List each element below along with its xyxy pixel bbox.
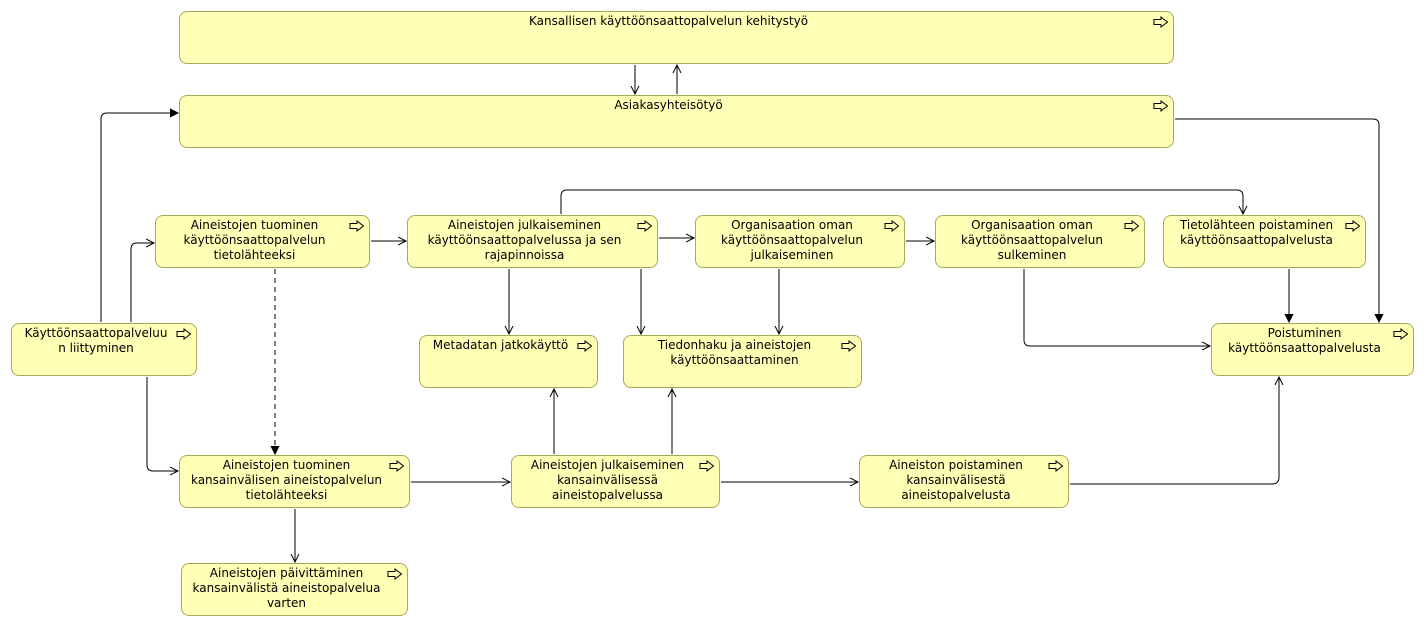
node-kansallinen-kehitystyo[interactable]: Kansallisen käyttöönsaattopalvelun kehit… (179, 11, 1174, 64)
node-label: Aineistojen päivittäminen kansainvälistä… (192, 566, 381, 610)
node-label: Aineistojen julkaiseminen käyttöönsaatto… (427, 218, 622, 262)
node-organisaation-julkaiseminen[interactable]: Organisaation oman käyttöönsaattopalvelu… (695, 215, 905, 268)
process-arrow-icon (841, 340, 857, 352)
process-arrow-icon (349, 220, 365, 232)
process-arrow-icon (577, 340, 593, 352)
process-arrow-icon (1153, 16, 1169, 28)
node-label: Metadatan jatkokäyttö (432, 338, 569, 352)
process-arrow-icon (884, 220, 900, 232)
node-tiedonhaku[interactable]: Tiedonhaku ja aineistojen käyttöönsaatta… (623, 335, 862, 388)
node-label: Aineistojen julkaiseminen kansainvälises… (530, 458, 685, 502)
process-arrow-icon (1393, 328, 1409, 340)
node-julkaiseminen-kayttoonsaatto[interactable]: Aineistojen julkaiseminen käyttöönsaatto… (407, 215, 658, 268)
process-arrow-icon (387, 568, 403, 580)
process-arrow-icon (637, 220, 653, 232)
node-label: Asiakasyhteisötyö (614, 98, 723, 112)
edge-julkaiseminen-kayttoonsaatto-to-tietolahteen-poistaminen (560, 189, 1243, 214)
process-arrow-icon (1153, 100, 1169, 112)
edge-poistaminen-kansainvalinen-to-poistuminen (1070, 377, 1279, 485)
edge-liittyminen-to-asiakasyhteistyo (100, 113, 178, 322)
node-label: Aineiston poistaminen kansainvälisestä a… (889, 458, 1023, 502)
node-label: Organisaation oman käyttöönsaattopalvelu… (961, 218, 1103, 262)
node-julkaiseminen-kansainvalinen[interactable]: Aineistojen julkaiseminen kansainvälises… (511, 455, 720, 508)
node-tietolahteen-poistaminen[interactable]: Tietolähteen poistaminen käyttöönsaattop… (1163, 215, 1366, 268)
node-label: Tietolähteen poistaminen käyttöönsaattop… (1179, 218, 1334, 247)
node-liittyminen[interactable]: Käyttöönsaattopalveluu n liittyminen (11, 323, 197, 376)
process-arrow-icon (699, 460, 715, 472)
node-label: Tiedonhaku ja aineistojen käyttöönsaatta… (657, 338, 812, 367)
edge-liittyminen-to-tuominen-kayttoonsaatto (130, 243, 154, 322)
node-poistuminen[interactable]: Poistuminen käyttöönsaattopalvelusta (1211, 323, 1414, 376)
edge-asiakasyhteistyo-to-poistuminen (1175, 118, 1379, 322)
process-arrow-icon (1124, 220, 1140, 232)
node-metadatan-jatkokaytto[interactable]: Metadatan jatkokäyttö (419, 335, 598, 388)
process-arrow-icon (1345, 220, 1361, 232)
node-paivittaminen[interactable]: Aineistojen päivittäminen kansainvälistä… (181, 563, 408, 616)
node-label: Organisaation oman käyttöönsaattopalvelu… (721, 218, 863, 262)
node-poistaminen-kansainvalinen[interactable]: Aineiston poistaminen kansainvälisestä a… (859, 455, 1069, 508)
node-tuominen-kayttoonsaatto[interactable]: Aineistojen tuominen käyttöönsaattopalve… (155, 215, 370, 268)
process-arrow-icon (176, 328, 192, 340)
node-asiakasyhteistyo[interactable]: Asiakasyhteisötyö (179, 95, 1174, 148)
edge-liittyminen-to-tuominen-kansainvalinen (146, 377, 178, 471)
edge-organisaation-sulkeminen-to-poistuminen (1023, 269, 1210, 346)
node-label: Aineistojen tuominen kansainvälisen aine… (190, 458, 383, 502)
node-label: Poistuminen käyttöönsaattopalvelusta (1228, 326, 1381, 355)
node-label: Aineistojen tuominen käyttöönsaattopalve… (183, 218, 326, 262)
node-organisaation-sulkeminen[interactable]: Organisaation oman käyttöönsaattopalvelu… (935, 215, 1145, 268)
process-arrow-icon (1048, 460, 1064, 472)
node-label: Kansallisen käyttöönsaattopalvelun kehit… (528, 14, 809, 28)
node-tuominen-kansainvalinen[interactable]: Aineistojen tuominen kansainvälisen aine… (179, 455, 410, 508)
node-label: Käyttöönsaattopalveluu n liittyminen (24, 326, 168, 355)
process-arrow-icon (389, 460, 405, 472)
